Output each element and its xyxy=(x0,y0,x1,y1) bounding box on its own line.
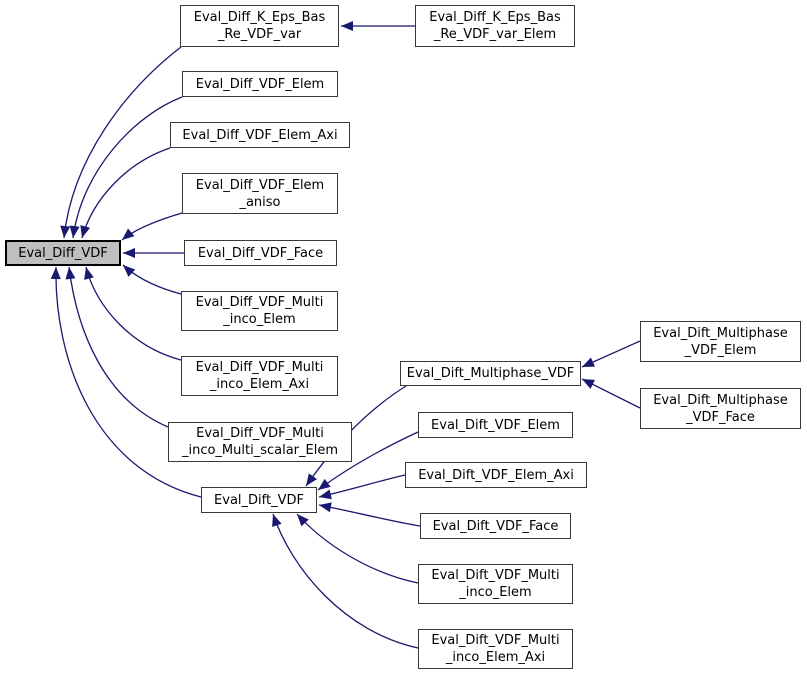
edge-k-eps-var-to-diff-vdf xyxy=(60,46,182,239)
node-eval-diff-vdf[interactable]: Eval_Diff_VDF xyxy=(5,240,121,266)
node-eval-diff-vdf-multi-inco-elem-axi[interactable]: Eval_Diff_VDF_Multi _inco_Elem_Axi xyxy=(181,356,338,396)
edge-dift-multiphase-elem-to-dift-multiphase xyxy=(581,340,641,368)
edge-dift-multi-inco-elem-to-dift-vdf xyxy=(296,513,419,584)
edge-dift-face-to-dift-vdf xyxy=(318,502,421,527)
node-eval-diff-k-eps-bas-re-vdf-var-elem[interactable]: Eval_Diff_K_Eps_Bas _Re_VDF_var_Elem xyxy=(415,5,575,47)
node-eval-diff-vdf-elem[interactable]: Eval_Diff_VDF_Elem xyxy=(182,71,338,97)
node-eval-diff-vdf-multi-inco-multi-scalar-elem[interactable]: Eval_Diff_VDF_Multi _inco_Multi_scalar_E… xyxy=(168,422,352,462)
node-eval-diff-k-eps-bas-re-vdf-var[interactable]: Eval_Diff_K_Eps_Bas _Re_VDF_var xyxy=(180,5,339,47)
node-eval-dift-multiphase-vdf-face[interactable]: Eval_Dift_Multiphase _VDF_Face xyxy=(640,388,801,429)
node-eval-dift-vdf[interactable]: Eval_Dift_VDF xyxy=(201,487,317,513)
node-eval-diff-vdf-elem-axi[interactable]: Eval_Diff_VDF_Elem_Axi xyxy=(170,122,350,148)
node-eval-diff-vdf-elem-aniso[interactable]: Eval_Diff_VDF_Elem _aniso xyxy=(182,173,338,214)
node-eval-dift-vdf-elem-axi[interactable]: Eval_Dift_VDF_Elem_Axi xyxy=(405,462,587,488)
edge-dift-elem-to-dift-vdf xyxy=(317,431,419,491)
edge-diff-multi-inco-elem-axi-to-diff-vdf xyxy=(84,266,182,361)
edge-diff-multi-scalar-elem-to-diff-vdf xyxy=(65,266,169,428)
edge-dift-multi-inco-elem-axi-to-dift-vdf xyxy=(272,513,419,649)
node-eval-diff-vdf-face[interactable]: Eval_Diff_VDF_Face xyxy=(184,240,337,266)
edge-dift-elem-axi-to-dift-vdf xyxy=(318,474,406,500)
node-eval-dift-multiphase-vdf[interactable]: Eval_Dift_Multiphase_VDF xyxy=(400,361,581,386)
node-eval-dift-vdf-face[interactable]: Eval_Dift_VDF_Face xyxy=(420,513,571,539)
edge-diff-elem-to-diff-vdf xyxy=(69,96,183,239)
node-eval-dift-vdf-elem[interactable]: Eval_Dift_VDF_Elem xyxy=(418,412,573,438)
node-eval-dift-multiphase-vdf-elem[interactable]: Eval_Dift_Multiphase _VDF_Elem xyxy=(640,321,801,362)
edge-diff-elem-aniso-to-diff-vdf xyxy=(121,212,183,241)
node-eval-dift-vdf-multi-inco-elem[interactable]: Eval_Dift_VDF_Multi _inco_Elem xyxy=(418,564,573,604)
node-eval-diff-vdf-multi-inco-elem[interactable]: Eval_Diff_VDF_Multi _inco_Elem xyxy=(181,291,338,331)
edge-dift-multiphase-face-to-dift-multiphase xyxy=(581,378,641,409)
edge-dift-vdf-to-diff-vdf xyxy=(50,266,202,498)
edge-diff-elem-axi-to-diff-vdf xyxy=(80,147,171,239)
edge-diff-multi-inco-elem-to-diff-vdf xyxy=(122,264,182,295)
node-eval-dift-vdf-multi-inco-elem-axi[interactable]: Eval_Dift_VDF_Multi _inco_Elem_Axi xyxy=(418,629,573,669)
